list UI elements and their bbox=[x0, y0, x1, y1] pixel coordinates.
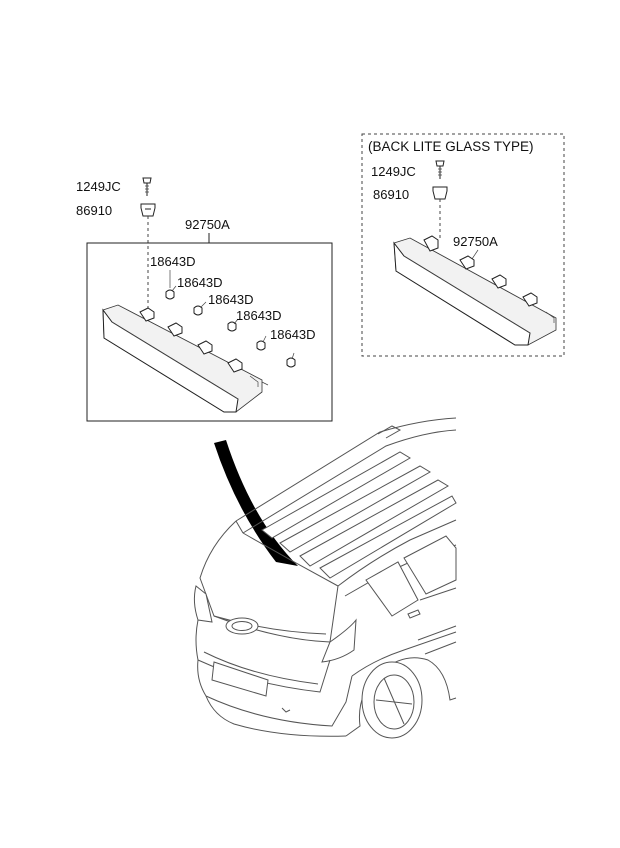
label-18643d-3: 18643D bbox=[208, 292, 254, 307]
inset-label-92750a: 92750A bbox=[453, 234, 498, 249]
inset-screw-part bbox=[435, 160, 445, 179]
screw-part bbox=[142, 177, 152, 196]
inset-label-86910: 86910 bbox=[373, 187, 409, 202]
inset-title: (BACK LITE GLASS TYPE) bbox=[368, 139, 534, 154]
stop-lamp-alt bbox=[393, 235, 557, 346]
label-18643d-2: 18643D bbox=[177, 275, 223, 290]
inset-label-1249jc: 1249JC bbox=[371, 164, 416, 179]
inset-grommet-part bbox=[432, 186, 448, 200]
grommet-part bbox=[140, 203, 156, 217]
label-1249jc: 1249JC bbox=[76, 179, 121, 194]
vehicle-rear-view bbox=[193, 417, 457, 739]
stop-lamp-main bbox=[102, 304, 269, 413]
label-18643d-1: 18643D bbox=[150, 254, 196, 269]
inset-frame bbox=[361, 133, 565, 357]
assembly-frame bbox=[86, 242, 333, 422]
label-18643d-4: 18643D bbox=[236, 308, 282, 323]
location-pointer bbox=[214, 440, 298, 566]
label-18643d-5: 18643D bbox=[270, 327, 316, 342]
bulb-set bbox=[165, 285, 296, 368]
label-92750a: 92750A bbox=[185, 217, 230, 232]
label-86910: 86910 bbox=[76, 203, 112, 218]
